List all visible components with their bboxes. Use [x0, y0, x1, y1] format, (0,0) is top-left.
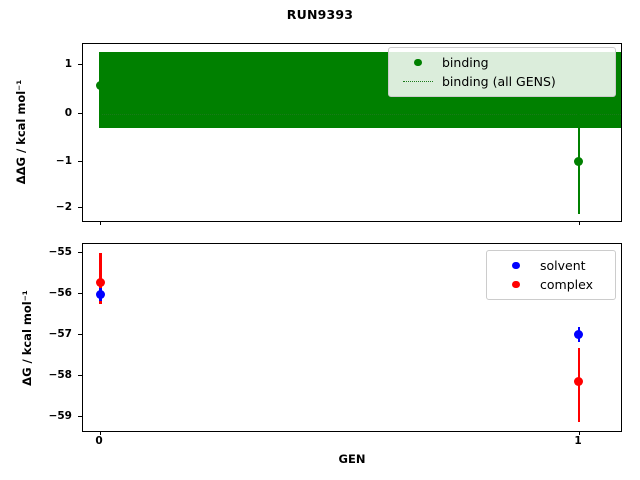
complex-legend-marker-icon [494, 280, 538, 289]
top-ytick-label-minus1: −1 [55, 155, 72, 167]
top-panel-axes: binding binding (all GENS) [82, 43, 622, 226]
top-panel-legend: binding binding (all GENS) [388, 47, 616, 97]
top-ytick-mark-minus1 [78, 160, 82, 162]
bottom-ytick-mark-minus58 [78, 374, 82, 376]
legend-label-solvent: solvent [540, 258, 586, 273]
bottom-panel-axes: solvent complex [82, 243, 622, 436]
solvent-marker-gen0 [95, 289, 105, 299]
bottom-ytick-mark-minus56 [78, 292, 82, 294]
legend-label-binding-all-gens: binding (all GENS) [442, 74, 556, 89]
bottom-ytick-mark-minus59 [78, 415, 82, 417]
legend-item-solvent: solvent [494, 256, 607, 275]
top-ytick-mark-0 [78, 112, 82, 114]
complex-marker-gen1 [574, 376, 583, 386]
binding-all-gens-legend-line-icon [396, 81, 440, 82]
top-ytick-label-0: 0 [64, 107, 72, 119]
bottom-panel-plot-area [83, 244, 621, 431]
bottom-ytick-mark-minus57 [78, 333, 82, 335]
legend-label-complex: complex [540, 277, 593, 292]
binding-all-gens-mean-line [99, 114, 621, 115]
solvent-marker-gen1 [574, 330, 583, 339]
binding-marker-gen0 [95, 81, 105, 90]
top-ytick-label-minus2: −2 [55, 201, 72, 213]
complex-marker-gen0 [95, 277, 105, 287]
bottom-ytick-label-minus55: −55 [48, 246, 72, 258]
xtick-label-1: 1 [574, 435, 582, 447]
binding-marker-gen1 [574, 157, 583, 166]
bottom-ytick-label-minus59: −59 [48, 410, 72, 422]
figure-title: RUN9393 [286, 7, 354, 22]
xtick-label-0: 0 [95, 435, 103, 447]
binding-legend-marker-icon [396, 58, 440, 67]
bottom-ytick-label-minus58: −58 [48, 369, 72, 381]
bottom-ytick-mark-minus55 [78, 251, 82, 253]
x-axis-label: GEN [338, 452, 366, 466]
bottom-ytick-label-minus56: −56 [48, 287, 72, 299]
binding-errorbar-gen0 [99, 52, 102, 128]
bottom-ytick-label-minus57: −57 [48, 328, 72, 340]
solvent-legend-marker-icon [494, 261, 538, 270]
bottom-xtick-mark-0 [100, 431, 102, 436]
top-ytick-mark-minus2 [78, 206, 82, 208]
legend-item-binding: binding [396, 53, 607, 72]
top-ytick-label-1: 1 [64, 58, 72, 70]
top-xtick-mark-0 [100, 221, 102, 226]
top-xtick-mark-1 [578, 221, 580, 226]
top-ytick-mark-1 [78, 63, 82, 65]
bottom-xtick-mark-1 [578, 431, 580, 436]
bottom-panel-legend: solvent complex [486, 250, 616, 300]
legend-item-binding-all-gens: binding (all GENS) [396, 72, 607, 91]
top-panel-y-axis-label: ΔΔG / kcal mol⁻¹ [14, 79, 28, 185]
legend-item-complex: complex [494, 275, 607, 294]
legend-label-binding: binding [442, 55, 489, 70]
